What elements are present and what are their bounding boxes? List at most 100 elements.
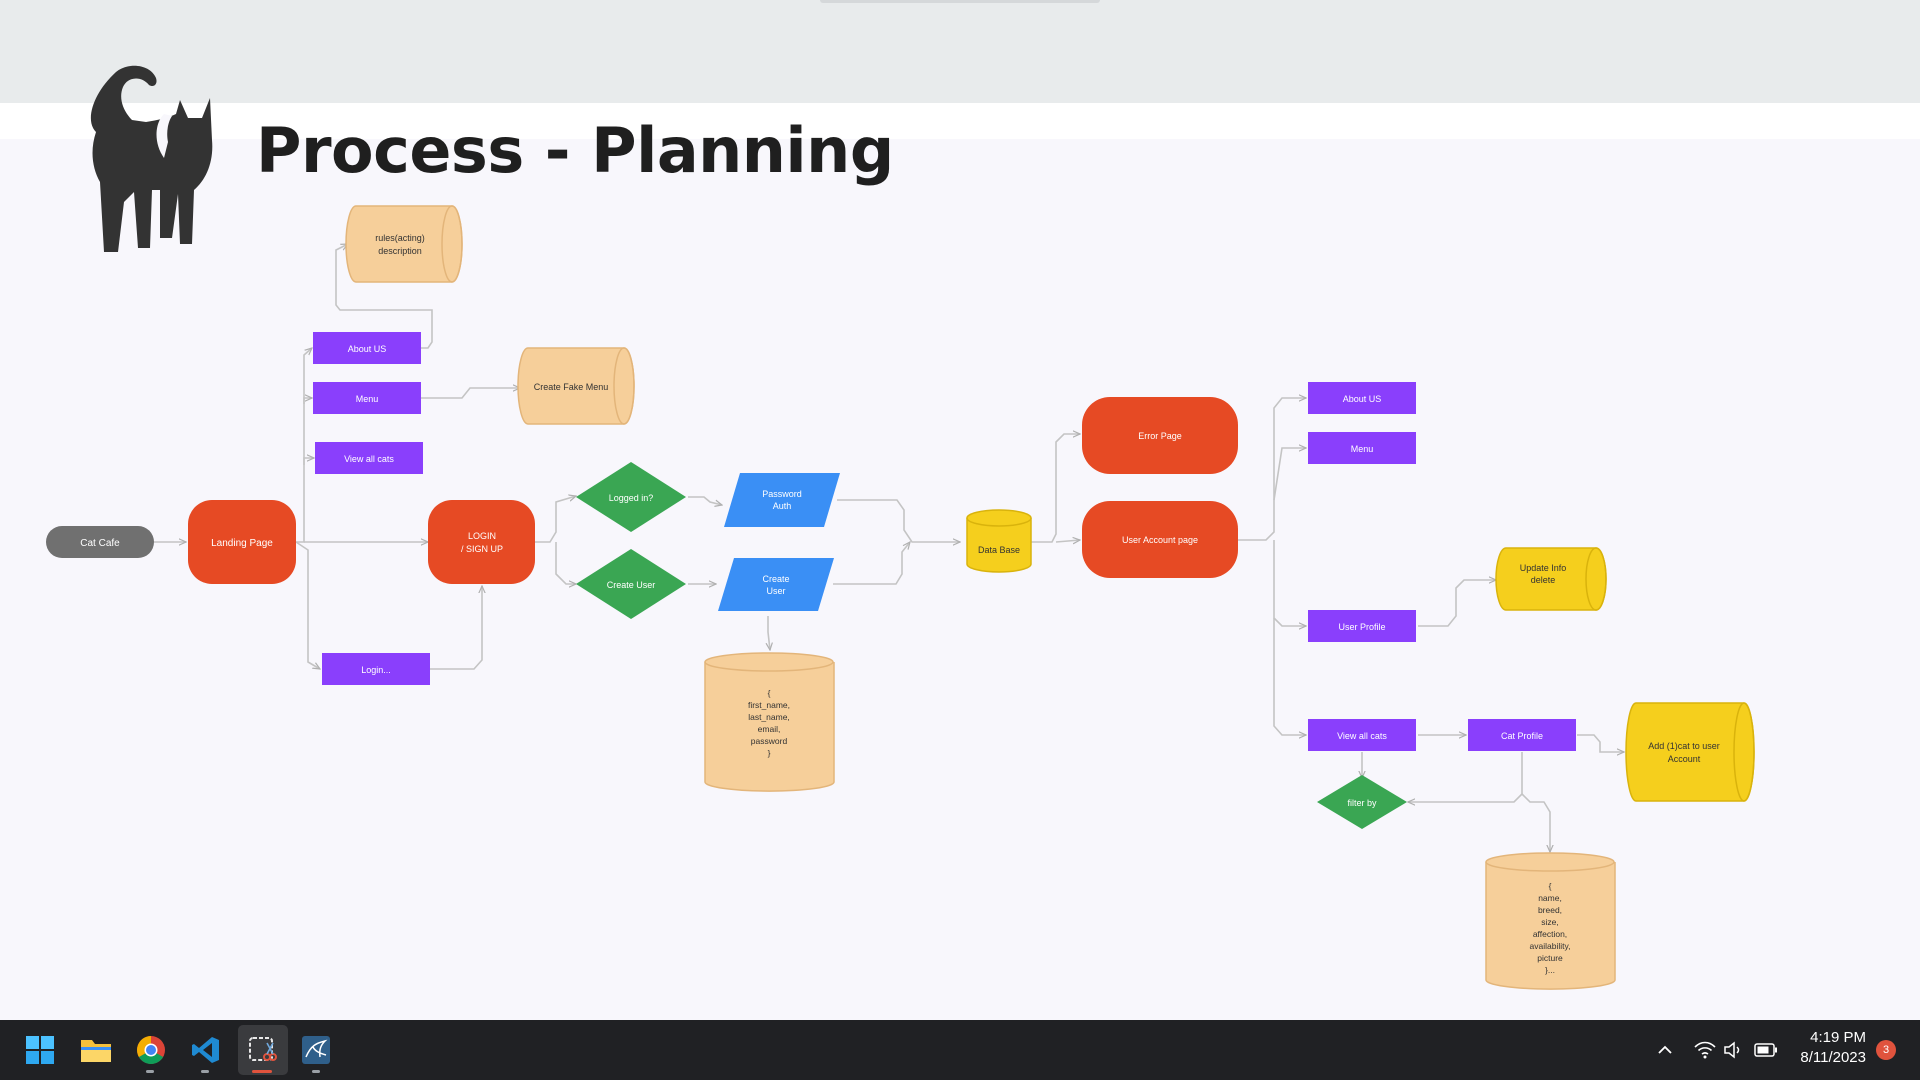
update-info-line1: Update Info — [1520, 563, 1567, 573]
battery-icon[interactable] — [1752, 1036, 1780, 1064]
chrome-icon[interactable] — [133, 1032, 169, 1068]
cat-fields-store[interactable]: { name, breed, size, affection, availabi… — [1485, 852, 1616, 990]
file-explorer-icon[interactable] — [78, 1032, 114, 1068]
logged-in-decision[interactable]: Logged in? — [576, 462, 686, 532]
create-fake-menu-store[interactable]: Create Fake Menu — [517, 347, 635, 425]
terminal-cat-cafe[interactable]: Cat Cafe — [46, 526, 154, 558]
rules-description-line1: rules(acting) — [375, 233, 425, 243]
clock-time: 4:19 PM — [1810, 1029, 1866, 1046]
create-fake-menu-label: Create Fake Menu — [534, 382, 609, 392]
mysql-running-indicator — [312, 1070, 320, 1073]
connector — [421, 388, 520, 399]
password-auth-line2: Auth — [773, 501, 792, 511]
slide-header-strip — [0, 103, 1920, 139]
connector — [1408, 752, 1523, 802]
volume-icon[interactable] — [1722, 1036, 1746, 1064]
user-fields-line5: password — [751, 736, 788, 746]
about-us-left-node[interactable]: About US — [313, 332, 421, 364]
error-page-node[interactable]: Error Page — [1082, 397, 1238, 474]
landing-page-label: Landing Page — [211, 538, 273, 549]
database-store[interactable]: Data Base — [966, 509, 1032, 573]
create-user-io-line2: User — [766, 586, 785, 596]
login-signup-line2: / SIGN UP — [461, 544, 503, 554]
view-all-cats-right-label: View all cats — [1337, 731, 1387, 741]
filter-by-decision[interactable]: filter by — [1317, 775, 1407, 829]
connector — [768, 616, 770, 650]
connector — [303, 458, 314, 465]
flowchart: Cat Cafe Landing Page About US Menu View… — [46, 205, 1755, 990]
view-all-cats-right-node[interactable]: View all cats — [1308, 719, 1416, 751]
cat-fields-line5: affection, — [1533, 929, 1567, 939]
wifi-icon[interactable] — [1692, 1036, 1718, 1064]
connector — [295, 541, 320, 669]
login-ellipsis-label: Login... — [361, 665, 391, 675]
update-info-store[interactable]: Update Info delete — [1495, 547, 1607, 611]
login-ellipsis-node[interactable]: Login... — [322, 653, 430, 685]
connector — [1273, 448, 1306, 501]
user-fields-store[interactable]: { first_name, last_name, email, password… — [704, 652, 835, 792]
windows-start-icon[interactable] — [22, 1032, 58, 1068]
connector — [1273, 540, 1306, 626]
error-page-label: Error Page — [1138, 431, 1182, 441]
cat-fields-line8: }... — [1545, 965, 1555, 975]
login-signup-node[interactable]: LOGIN / SIGN UP — [428, 500, 535, 584]
connector — [1577, 734, 1624, 752]
cat-fields-line4: size, — [1541, 917, 1558, 927]
view-all-cats-left-node[interactable]: View all cats — [315, 442, 423, 474]
system-clock[interactable]: 4:19 PM 8/11/2023 — [1800, 1028, 1866, 1068]
taskbar-active-highlight — [238, 1025, 288, 1075]
window-grab-handle[interactable] — [820, 0, 1100, 3]
connector — [535, 496, 576, 543]
cat-fields-line1: { — [1549, 881, 1552, 891]
add-cat-line1: Add (1)cat to user — [1648, 741, 1720, 751]
connector — [837, 499, 960, 542]
snipping-tool-icon[interactable] — [244, 1032, 280, 1068]
create-user-decision[interactable]: Create User — [576, 549, 686, 619]
menu-right-node[interactable]: Menu — [1308, 432, 1416, 464]
cat-fields-line3: breed, — [1538, 905, 1562, 915]
connector — [303, 398, 312, 404]
update-info-line2: delete — [1531, 575, 1556, 585]
slide-title: Process - Planning — [256, 114, 894, 187]
filter-by-label: filter by — [1347, 798, 1377, 808]
user-account-page-node[interactable]: User Account page — [1082, 501, 1238, 578]
user-fields-line3: last_name, — [748, 712, 790, 722]
connector — [1055, 540, 1080, 542]
user-account-page-label: User Account page — [1122, 535, 1198, 545]
connector — [1238, 398, 1306, 541]
create-user-io[interactable]: Create User — [718, 558, 834, 611]
about-us-right-label: About US — [1343, 394, 1382, 404]
rules-description-line2: description — [378, 246, 422, 256]
cat-logo-icon — [90, 65, 213, 252]
vscode-icon[interactable] — [188, 1032, 224, 1068]
chrome-running-indicator — [146, 1070, 154, 1073]
cat-profile-node[interactable]: Cat Profile — [1468, 719, 1576, 751]
notification-badge[interactable]: 3 — [1876, 1040, 1896, 1060]
cat-fields-line2: name, — [1538, 893, 1562, 903]
taskbar — [0, 1020, 1920, 1080]
logged-in-label: Logged in? — [609, 493, 654, 503]
menu-left-label: Menu — [356, 394, 379, 404]
connector — [430, 586, 482, 670]
add-cat-line2: Account — [1668, 754, 1701, 764]
database-label: Data Base — [978, 545, 1020, 555]
connector — [335, 243, 433, 349]
view-all-cats-left-label: View all cats — [344, 454, 394, 464]
snipping-tool-active-indicator — [252, 1070, 272, 1073]
user-profile-node[interactable]: User Profile — [1308, 610, 1416, 642]
connector — [1418, 580, 1496, 627]
rules-description-store[interactable]: rules(acting) description — [345, 205, 463, 283]
user-fields-line2: first_name, — [748, 700, 790, 710]
add-cat-store[interactable]: Add (1)cat to user Account — [1625, 702, 1755, 802]
connector — [296, 348, 312, 543]
landing-page-node[interactable]: Landing Page — [188, 500, 296, 584]
create-user-io-line1: Create — [762, 574, 789, 584]
cat-fields-line7: picture — [1537, 953, 1563, 963]
login-signup-line1: LOGIN — [468, 531, 496, 541]
mysql-workbench-icon[interactable] — [298, 1032, 334, 1068]
password-auth-line1: Password — [762, 489, 802, 499]
password-auth-io[interactable]: Password Auth — [724, 473, 840, 527]
menu-left-node[interactable]: Menu — [313, 382, 421, 414]
chevron-up-icon[interactable] — [1654, 1036, 1676, 1064]
about-us-right-node[interactable]: About US — [1308, 382, 1416, 414]
